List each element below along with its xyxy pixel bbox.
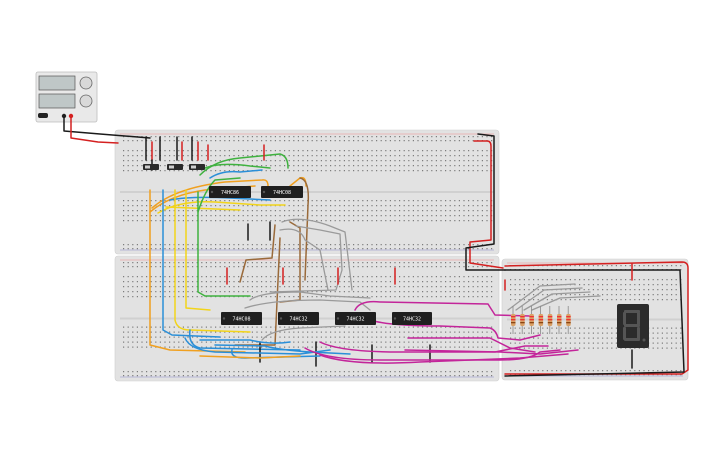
ic-chip-label: 74HC08 — [232, 316, 250, 322]
wire[interactable] — [523, 291, 591, 311]
display-segment — [624, 324, 640, 327]
wire[interactable] — [204, 163, 271, 169]
wire[interactable] — [63, 115, 151, 139]
display-segment — [624, 338, 640, 341]
resistor-5[interactable] — [547, 306, 553, 334]
power-switch[interactable] — [38, 113, 48, 118]
resistor-3[interactable] — [529, 306, 534, 334]
switch-3[interactable] — [189, 164, 205, 170]
wire[interactable] — [407, 337, 536, 353]
wire[interactable] — [188, 329, 301, 351]
display-segment — [624, 310, 640, 313]
ic-chip-label: 74HC08 — [273, 190, 291, 196]
current-display — [38, 93, 76, 109]
wire[interactable] — [151, 179, 269, 209]
wire[interactable] — [214, 344, 351, 355]
wire[interactable] — [504, 261, 689, 375]
wire[interactable] — [404, 349, 579, 355]
ic-chip-label: 74HC32 — [403, 316, 421, 322]
wire[interactable] — [531, 295, 601, 311]
wire[interactable] — [469, 140, 504, 269]
wire[interactable] — [185, 189, 211, 311]
ic-chip[interactable]: 74HC08 — [221, 312, 262, 325]
wire[interactable] — [465, 133, 506, 271]
wire[interactable] — [70, 115, 119, 144]
display-segment — [637, 327, 640, 340]
wire[interactable] — [199, 339, 291, 344]
wire[interactable] — [515, 287, 583, 311]
display-segment — [623, 327, 626, 340]
resistor-7[interactable] — [566, 306, 571, 334]
wire[interactable] — [199, 355, 301, 359]
wire[interactable] — [209, 169, 263, 179]
wire[interactable] — [261, 325, 346, 341]
wire[interactable] — [149, 185, 256, 213]
ic-chip[interactable]: 74HC86 — [209, 186, 251, 198]
wire[interactable] — [507, 283, 576, 311]
wire[interactable] — [244, 299, 371, 311]
wire[interactable] — [197, 191, 251, 297]
ic-chip[interactable]: 74HC32 — [392, 312, 432, 325]
display-segment — [637, 312, 640, 325]
wire[interactable] — [279, 228, 329, 291]
voltage-knob[interactable] — [79, 76, 93, 90]
ic-chip[interactable]: 74HC32 — [335, 312, 376, 325]
wire[interactable] — [504, 269, 685, 377]
wire[interactable] — [197, 177, 241, 213]
power-supply[interactable] — [35, 71, 98, 123]
resistor-1[interactable] — [511, 306, 516, 334]
wire[interactable] — [165, 206, 241, 211]
wire[interactable] — [162, 189, 221, 338]
wire[interactable] — [249, 291, 371, 301]
seven-segment-display — [617, 304, 649, 348]
switch-1[interactable] — [143, 164, 159, 170]
ic-chip-label: 74HC32 — [289, 316, 307, 322]
wire[interactable] — [319, 341, 549, 353]
display-segment — [623, 312, 626, 325]
resistor-2[interactable] — [520, 306, 525, 334]
wire[interactable] — [269, 225, 343, 293]
current-knob[interactable] — [79, 94, 93, 108]
ic-chip[interactable]: 74HC08 — [261, 186, 303, 198]
wire[interactable] — [299, 177, 310, 281]
wire[interactable] — [184, 337, 331, 355]
wire[interactable] — [369, 319, 541, 341]
wire[interactable] — [319, 353, 569, 364]
ic-chip-label: 74HC32 — [346, 316, 364, 322]
ic-chip-label: 74HC86 — [221, 190, 239, 196]
wire[interactable] — [281, 218, 353, 291]
resistor-4[interactable] — [538, 306, 544, 334]
wire[interactable] — [304, 347, 561, 361]
ic-chip[interactable]: 74HC32 — [278, 312, 319, 325]
resistor-6[interactable] — [557, 306, 562, 334]
voltage-display — [38, 75, 76, 91]
wire[interactable] — [354, 300, 531, 317]
wire[interactable] — [239, 224, 276, 283]
display-dot — [642, 338, 646, 342]
switch-2[interactable] — [167, 164, 183, 170]
